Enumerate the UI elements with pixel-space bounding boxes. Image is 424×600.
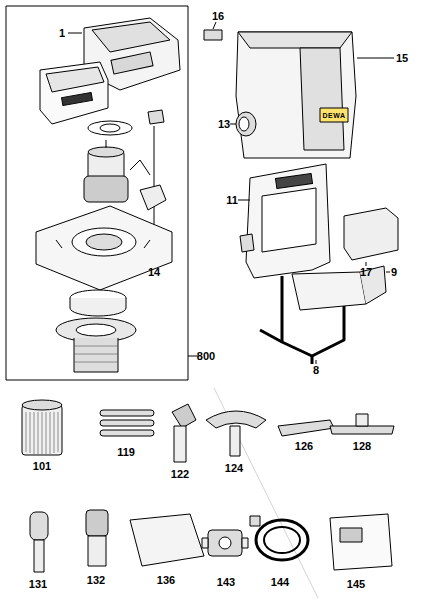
callout-number: 16 [211, 10, 225, 23]
brand-mark: DEWA [322, 111, 347, 120]
callout-number: 122 [170, 468, 190, 481]
callout-number: 143 [216, 576, 236, 589]
callout-number: 17 [359, 266, 373, 279]
callout-number: 8 [312, 364, 320, 377]
callout-number: 14 [147, 266, 161, 279]
callout-number: 15 [395, 52, 409, 65]
callout-number: 11 [225, 194, 239, 207]
callout-number: 132 [86, 574, 106, 587]
callout-number: 13 [217, 118, 231, 131]
callout-number: 136 [156, 574, 176, 587]
callout-number: 800 [196, 350, 216, 363]
callout-number: 128 [352, 440, 372, 453]
callout-number: 144 [270, 576, 290, 589]
callout-number: 124 [224, 462, 244, 475]
callout-number: 1 [58, 27, 66, 40]
callout-number: 9 [390, 266, 398, 279]
callout-number: 101 [32, 460, 52, 473]
callout-number: 145 [346, 578, 366, 591]
callout-number: 126 [294, 440, 314, 453]
callout-number: 131 [28, 578, 48, 591]
callout-number: 119 [116, 446, 136, 459]
